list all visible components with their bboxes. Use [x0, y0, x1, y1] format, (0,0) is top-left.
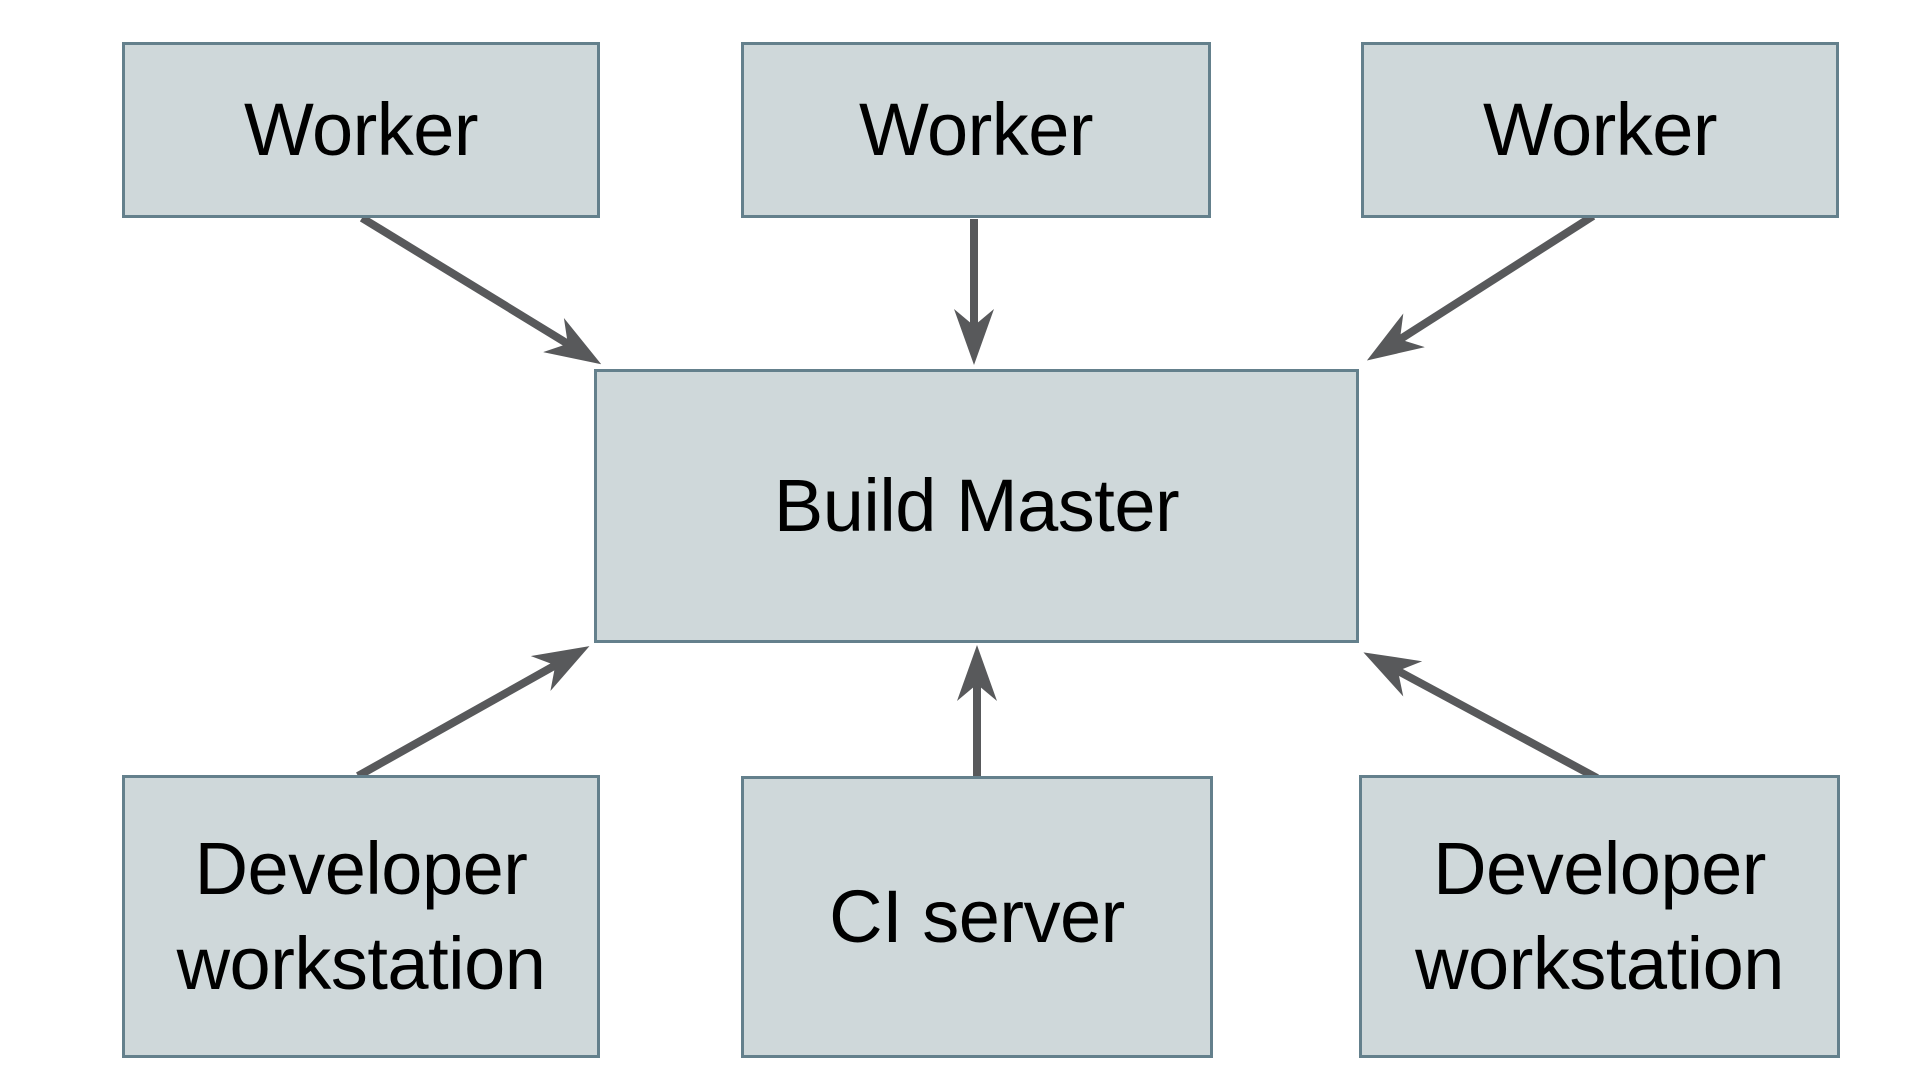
node-developer-workstation-left-label: Developer workstation: [176, 826, 546, 1005]
node-worker-2-label: Worker: [858, 87, 1094, 171]
node-ci-server: CI server: [741, 776, 1213, 1058]
arrow-worker1-to-build-master: [359, 214, 602, 365]
node-developer-workstation-left: Developer workstation: [122, 775, 600, 1058]
node-worker-1: Worker: [122, 42, 600, 218]
node-ci-server-label: CI server: [829, 874, 1125, 958]
node-build-master: Build Master: [594, 369, 1359, 643]
node-worker-3-label: Worker: [1482, 87, 1718, 171]
arrow-worker3-to-build-master: [1366, 212, 1596, 361]
node-worker-3: Worker: [1361, 42, 1839, 218]
arrow-devworkstation-right-to-build-master: [1363, 652, 1599, 782]
node-worker-2: Worker: [741, 42, 1211, 218]
node-developer-workstation-right-label: Developer workstation: [1415, 826, 1784, 1005]
node-build-master-label: Build Master: [773, 463, 1180, 547]
node-worker-1-label: Worker: [243, 87, 479, 171]
node-developer-workstation-right: Developer workstation: [1359, 775, 1840, 1058]
arrow-devworkstation-left-to-build-master: [356, 646, 590, 780]
